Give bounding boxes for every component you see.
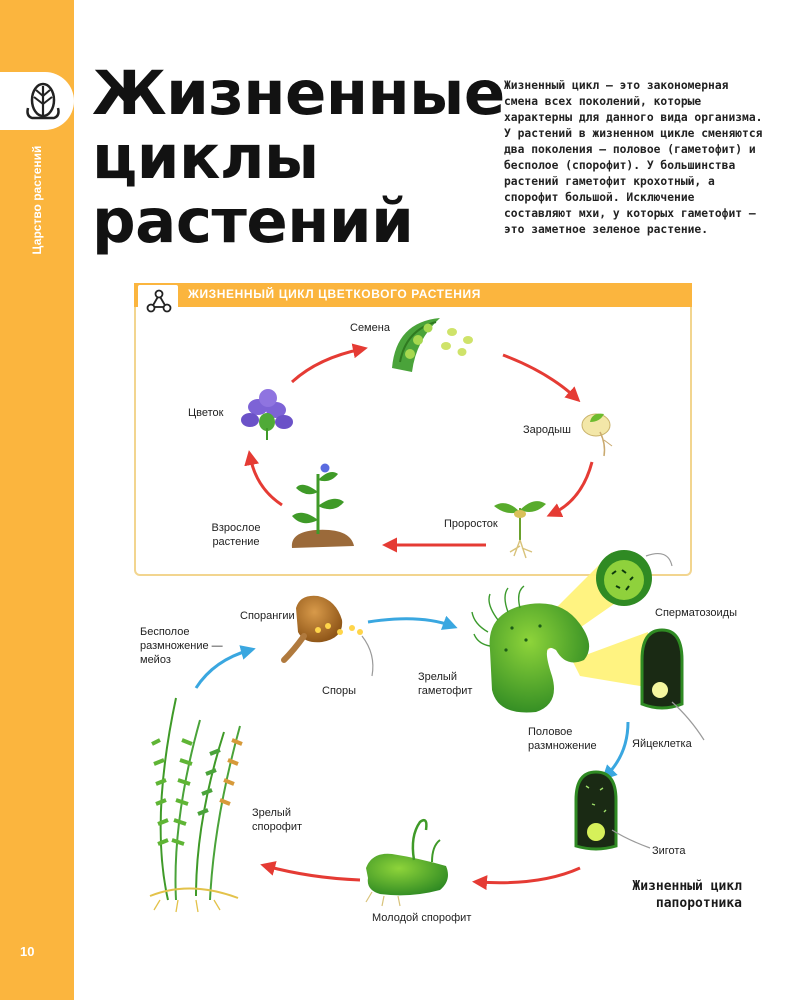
- label-sprout: Проросток: [444, 518, 498, 530]
- label-asexual-reproduction: Бесполое размножение — мейоз: [140, 626, 223, 666]
- arrow-embryo-to-sprout: [546, 461, 594, 517]
- arrow-seeds-to-embryo: [502, 353, 581, 403]
- sidebar-icon-tab: [0, 72, 74, 130]
- label-seeds: Семена: [350, 322, 390, 334]
- arrow-flower-to-seeds: [290, 343, 368, 384]
- young-sporophyte-illustration: [365, 819, 448, 907]
- label-flower: Цветок: [188, 407, 224, 419]
- sperm-callout-circle: [596, 550, 673, 606]
- arrow-sporangia-to-gametophyte: [367, 615, 458, 630]
- label-sperm: Сперматозоиды: [655, 607, 737, 619]
- arrow-adult-to-flower: [244, 450, 283, 507]
- flower-cycle-frame: [134, 296, 692, 576]
- sidebar: [0, 0, 74, 1000]
- spores-leader: [361, 635, 374, 677]
- fern-cycle-caption: Жизненный цикл папоротника: [632, 879, 742, 911]
- arrow-sporophyte-to-sporangia: [194, 645, 256, 689]
- embryo-illustration: [581, 413, 613, 457]
- egg-callout: [640, 628, 705, 741]
- zygote-illustration: [574, 770, 651, 851]
- gametophyte-illustration: [471, 585, 590, 713]
- adult-plant-illustration: [291, 463, 354, 548]
- cycle-nodes-icon: [146, 289, 172, 313]
- label-sexual-reproduction: Половое размножение: [528, 726, 597, 752]
- arrow-gametophyte-to-zygote: [601, 721, 630, 781]
- mature-sporophyte-illustration: [149, 697, 243, 913]
- intro-text: Жизненный цикл — это закономерная смена …: [504, 79, 763, 236]
- flower-cycle-title: ЖИЗНЕННЫЙ ЦИКЛ ЦВЕТКОВОГО РАСТЕНИЯ: [188, 287, 481, 301]
- flower-illustration: [241, 389, 293, 440]
- label-adult-plant: Взрослое растение: [211, 522, 261, 548]
- label-young-sporophyte: Молодой спорофит: [372, 912, 472, 924]
- arrow-zygote-to-young-sporophyte: [472, 866, 581, 891]
- label-embryo: Зародыш: [523, 424, 571, 436]
- leaf-icon: [26, 82, 60, 120]
- label-zygote: Зигота: [652, 845, 686, 857]
- sprout-illustration: [494, 501, 546, 559]
- egg-callout-beam: [572, 632, 652, 688]
- label-mature-sporophyte: Зрелый спорофит: [252, 807, 303, 833]
- label-sporangia: Спорангии: [240, 610, 295, 622]
- label-mature-gametophyte: Зрелый гаметофит: [418, 671, 473, 697]
- sporangia-illustration: [281, 595, 363, 663]
- label-egg: Яйцеклетка: [632, 738, 692, 750]
- page-title: Жизненные циклы растений: [92, 58, 505, 257]
- page-number: 10: [20, 944, 35, 959]
- flower-cycle-header: [134, 283, 692, 307]
- label-spores: Споры: [322, 685, 357, 697]
- seeds-illustration: [392, 318, 473, 372]
- arrow-young-to-mature-sporophyte: [260, 861, 361, 882]
